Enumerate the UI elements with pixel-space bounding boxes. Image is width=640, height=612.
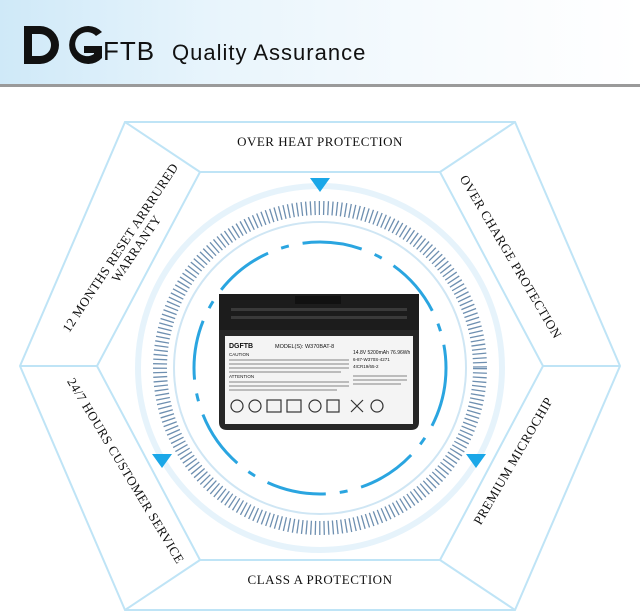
battery-connector xyxy=(295,296,341,304)
feature-top-left-line1: 12 MONTHS RESET ARRRURED xyxy=(59,160,181,335)
battery-fine-print xyxy=(229,359,407,391)
dg-logo-icon xyxy=(24,26,102,64)
arrow-down-icon xyxy=(310,178,330,192)
battery-caution-title: CAUTION xyxy=(229,352,249,357)
battery-ridges xyxy=(231,308,407,319)
arrow-down-right-icon xyxy=(466,454,486,468)
feature-bottom: CLASS A PROTECTION xyxy=(248,572,393,587)
battery-attention-title: ATTENTION xyxy=(229,374,254,379)
header-divider xyxy=(0,84,640,87)
hexagon-connectors xyxy=(20,121,620,611)
inner-dash-ring xyxy=(192,240,448,496)
battery-part: 6-87-W370S-4271 xyxy=(353,357,390,362)
battery-brand: DGFTB xyxy=(229,343,253,350)
battery-cells: 4ICR19/65-2 xyxy=(353,364,379,369)
battery-certification-icons xyxy=(230,399,384,413)
battery-image: DGFTB MODEL(S): W370BAT-8 14.8V 5200mAh … xyxy=(219,294,419,430)
brand-suffix: FTB xyxy=(103,36,156,66)
battery-model: MODEL(S): W370BAT-8 xyxy=(275,344,334,350)
feature-top-right: OVER CHARGE PROTECTION xyxy=(457,172,565,341)
battery-spec: 14.8V 5200mAh 76.96Wh xyxy=(353,350,410,356)
tagline: Quality Assurance xyxy=(172,40,367,65)
mid-ring xyxy=(173,221,467,515)
tick-ring xyxy=(153,201,487,535)
arrow-down-left-icon xyxy=(152,454,172,468)
header-banner: FTB Quality Assurance xyxy=(0,0,640,84)
feature-bottom-right: PREMIUM MICROCHIP xyxy=(470,394,556,527)
feature-top: OVER HEAT PROTECTION xyxy=(237,134,403,149)
